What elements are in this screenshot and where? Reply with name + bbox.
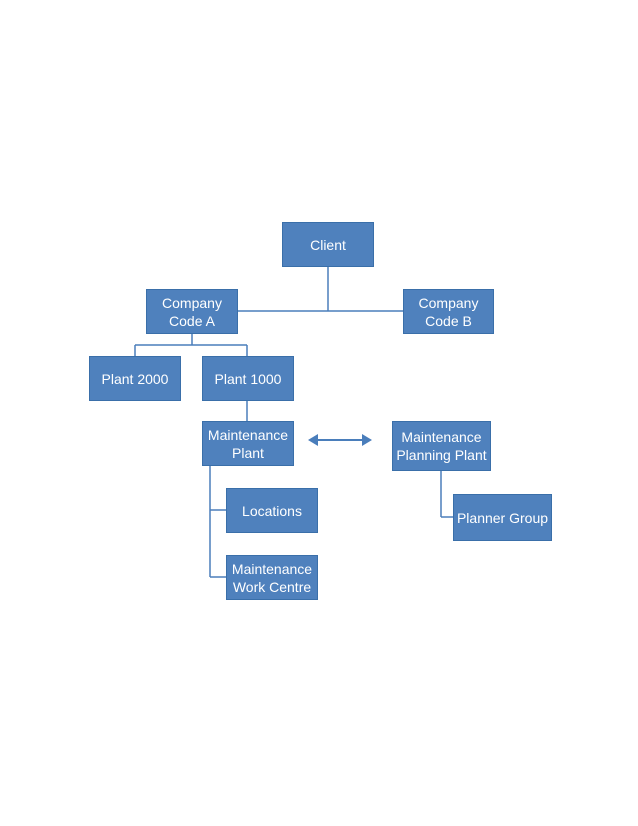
node-plant-2000: Plant 2000 [89, 356, 181, 401]
node-maintenance-planning-plant: Maintenance Planning Plant [392, 421, 491, 471]
node-company-code-b: Company Code B [403, 289, 494, 334]
node-company-code-a: Company Code A [146, 289, 238, 334]
node-planner-group: Planner Group [453, 494, 552, 541]
node-client: Client [282, 222, 374, 267]
node-locations: Locations [226, 488, 318, 533]
node-plant-1000: Plant 1000 [202, 356, 294, 401]
node-maintenance-work-centre: Maintenance Work Centre [226, 555, 318, 600]
double-arrow-left-head [308, 434, 318, 446]
node-maintenance-plant: Maintenance Plant [202, 421, 294, 466]
double-arrow-right-head [362, 434, 372, 446]
